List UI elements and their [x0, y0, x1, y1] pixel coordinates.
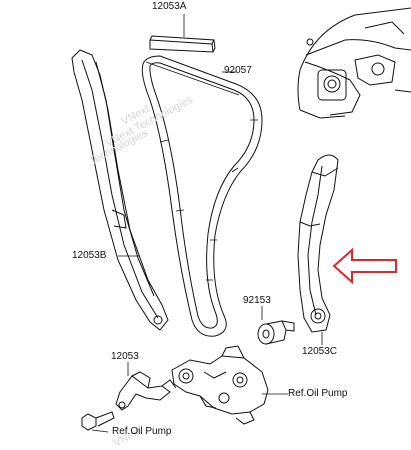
chain-guide-top-part: [149, 35, 216, 53]
label-tensioner-guide: 12053C: [302, 346, 338, 357]
oil-pump-part: [171, 345, 269, 425]
chain-guide-left-part: [71, 49, 169, 331]
bottom-bolt-part: [81, 411, 115, 431]
timing-chain-part: [141, 55, 263, 337]
label-chain-guide-left: 12053B: [72, 250, 107, 261]
bolt-part: [257, 320, 295, 345]
bracket-part: [115, 371, 177, 411]
leader-oil-pump-bottom: [91, 429, 109, 433]
label-chain-guide-top: 12053A: [152, 1, 187, 12]
label-oil-pump-right: Ref.Oil Pump: [288, 388, 348, 399]
label-bracket: 12053: [111, 351, 139, 362]
engine-case-outline: [297, 7, 411, 119]
label-bolt: 92153: [243, 295, 271, 306]
tensioner-guide-part: [297, 154, 339, 333]
label-chain: 92057: [224, 65, 252, 76]
highlight-arrow: [332, 247, 397, 285]
label-oil-pump-bottom: Ref.Oil Pump: [112, 426, 172, 437]
